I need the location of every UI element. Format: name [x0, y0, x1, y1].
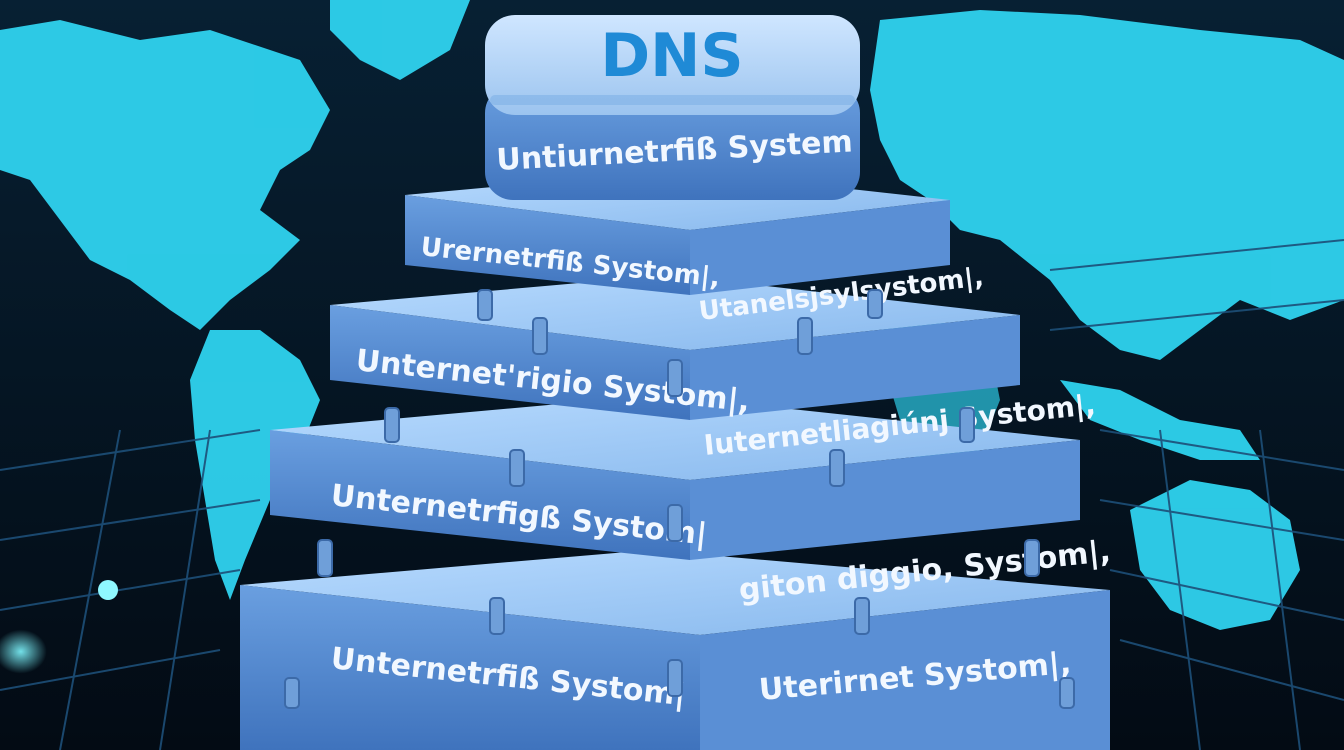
dns-title: DNS: [600, 21, 743, 91]
layer-stack: Unternetrfiß Systom| Uterirnet Systom|, …: [240, 15, 1112, 750]
stack-layer-5: Unternetrfiß Systom| Uterirnet Systom|,: [240, 550, 1110, 750]
support-pillars: [284, 289, 1075, 709]
eurasia-shape: [870, 10, 1344, 360]
australia-shape: [1130, 480, 1300, 630]
world-map: [0, 0, 1344, 630]
islands-shape: [1060, 380, 1260, 460]
greenland-shape: [330, 0, 470, 80]
stack-layer-1: DNS Untiurnetrfiß System: [485, 15, 860, 200]
glow-dot: [98, 580, 118, 600]
glow-node: [0, 480, 260, 700]
north-america-shape: [0, 20, 330, 330]
